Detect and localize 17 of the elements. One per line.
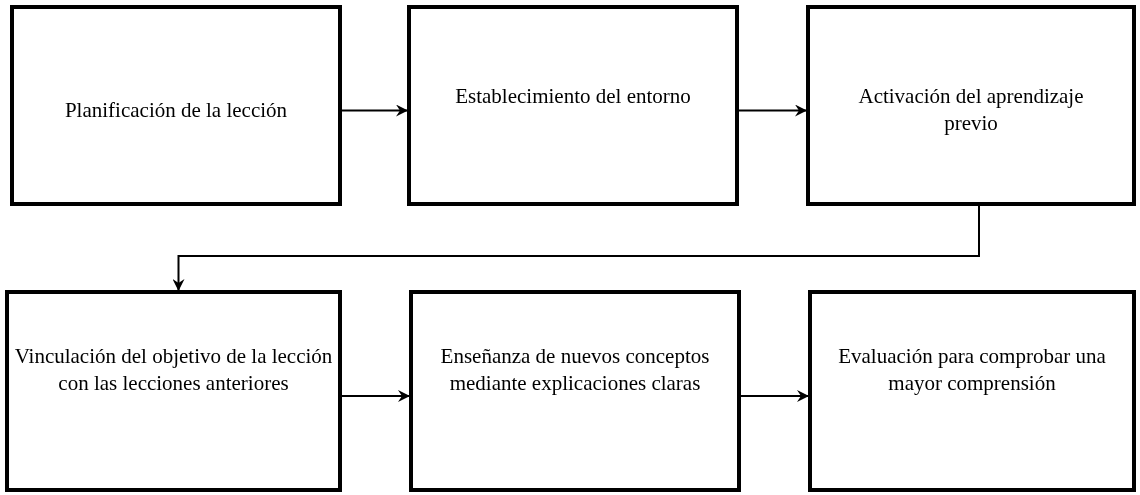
step-text: Planificación de la lección (63, 97, 289, 124)
arrow (740, 390, 809, 402)
step-text: Enseñanza de nuevos conceptos mediante explicaciones claras (439, 343, 711, 398)
step-text: Evaluación para comprobar una mayor comprensión (837, 343, 1107, 398)
process-box (808, 290, 1136, 492)
process-box (10, 5, 342, 206)
step-text: Establecimiento del entorno (454, 83, 692, 110)
process-box (5, 290, 342, 492)
step-text: Vinculación del objetivo de la lección con las lecciones anteriores (13, 343, 334, 398)
process-box (407, 5, 739, 206)
process-box (409, 290, 741, 492)
arrow (341, 104, 408, 117)
process-box (806, 5, 1136, 206)
step-text: Activación del aprendizaje previo (857, 83, 1085, 138)
arrow (172, 205, 980, 291)
arrow (341, 390, 410, 402)
arrow (738, 104, 807, 117)
